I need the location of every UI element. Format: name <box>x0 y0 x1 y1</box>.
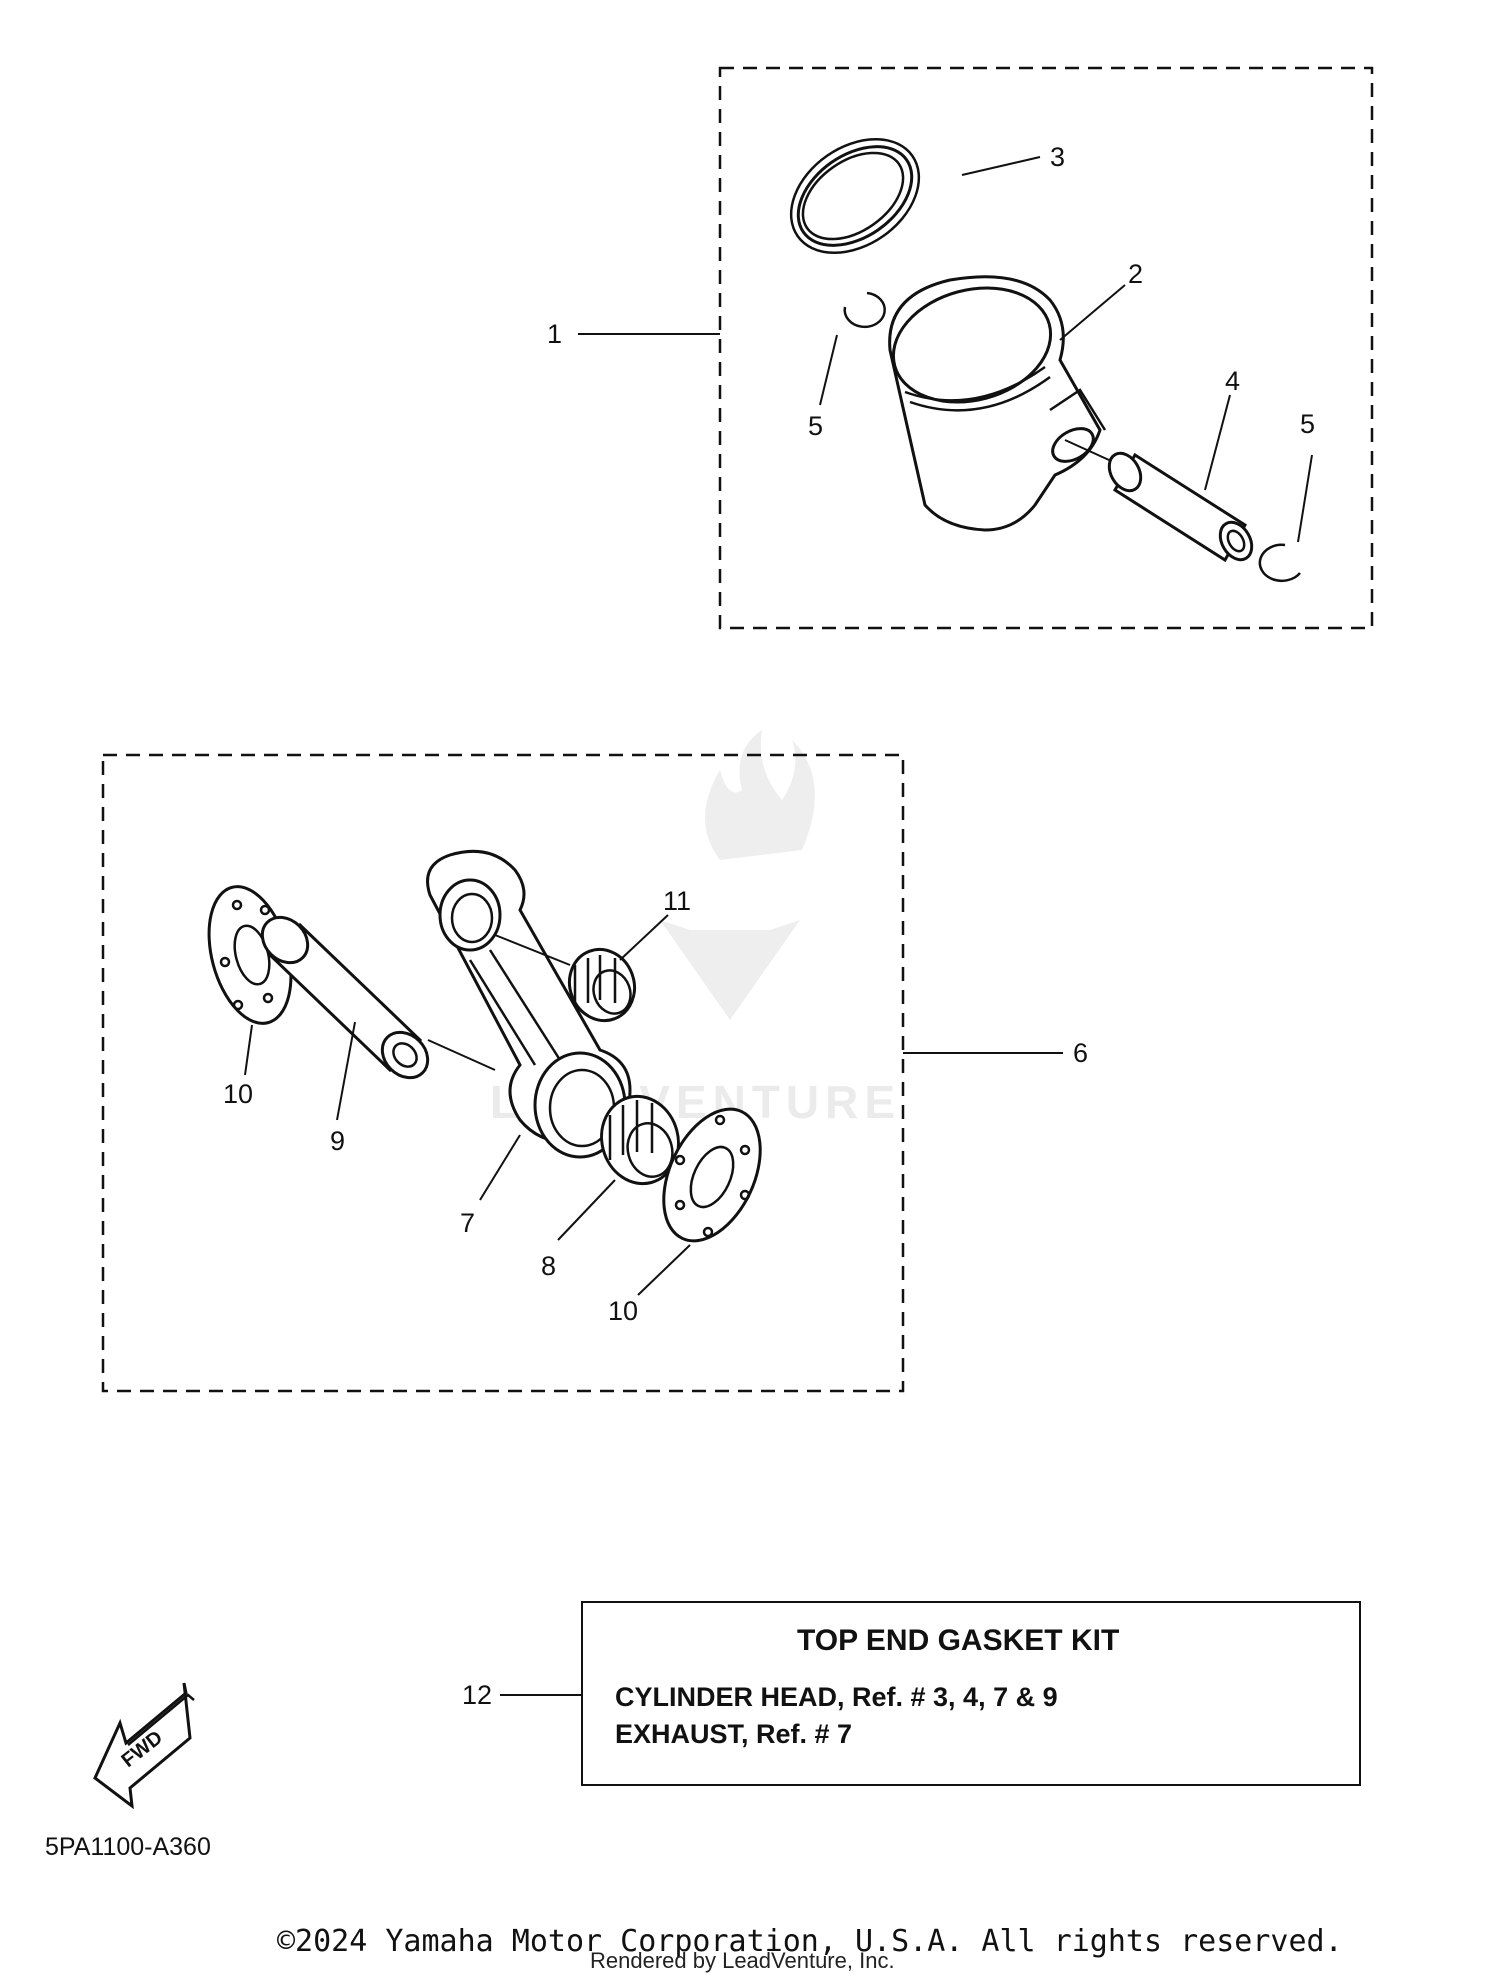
callout-8: 8 <box>541 1251 556 1281</box>
thrust-washer-lower-part <box>662 1107 762 1243</box>
diagram-code: 5PA1100-A360 <box>45 1833 211 1861</box>
gasket-kit-title: TOP END GASKET KIT <box>797 1624 1119 1657</box>
gasket-kit-cylinder-head-line: CYLINDER HEAD, Ref. # 3, 4, 7 & 9 <box>615 1682 1058 1712</box>
callout-6: 6 <box>1073 1038 1088 1068</box>
copyright-notice: ©2024 Yamaha Motor Corporation, U.S.A. A… <box>277 1924 1343 1959</box>
callout-3-leader <box>961 156 1041 176</box>
callout-5a-leader <box>819 334 838 406</box>
gasket-kit-exhaust-line: EXHAUST, Ref. # 7 <box>615 1719 852 1749</box>
callout-7-leader <box>479 1134 521 1201</box>
callout-1: 1 <box>547 319 562 349</box>
small-end-bearing-part <box>494 934 636 1023</box>
callout-4-leader <box>1204 394 1231 491</box>
callout-5a: 5 <box>808 411 823 441</box>
piston-pin-part <box>1064 439 1254 563</box>
crank-pin-part <box>260 915 496 1080</box>
callout-2-leader <box>1059 284 1126 341</box>
connecting-rod-kit-group-box <box>101 753 905 1393</box>
callout-2: 2 <box>1128 259 1143 289</box>
piston-pin-clip-left-part <box>843 291 886 329</box>
callout-4: 4 <box>1225 366 1240 396</box>
piston-ring-part <box>789 137 921 255</box>
callout-11-leader <box>619 914 669 961</box>
rendered-by-notice: Rendered by LeadVenture, Inc. <box>590 1948 895 1973</box>
callout-11: 11 <box>663 886 691 916</box>
piston-part <box>888 275 1107 532</box>
callout-12: 12 <box>462 1680 492 1710</box>
callout-10b-leader <box>637 1244 691 1296</box>
gasket-kit-box <box>581 1601 1361 1786</box>
callout-7: 7 <box>460 1208 475 1238</box>
callout-10a-leader <box>244 1024 253 1076</box>
callout-5b: 5 <box>1300 409 1315 439</box>
callout-10b: 10 <box>608 1296 638 1326</box>
big-end-bearing-part <box>600 1094 680 1186</box>
callout-8-leader <box>557 1179 616 1241</box>
callout-9: 9 <box>330 1126 345 1156</box>
piston-pin-clip-right-part <box>1258 543 1301 583</box>
callout-9-leader <box>336 1021 356 1121</box>
callout-3: 3 <box>1050 142 1065 172</box>
forward-arrow-icon: FWD <box>93 1682 195 1810</box>
callout-5b-leader <box>1297 454 1313 543</box>
callout-10a: 10 <box>223 1079 253 1109</box>
piston-kit-group-box <box>718 66 1374 630</box>
